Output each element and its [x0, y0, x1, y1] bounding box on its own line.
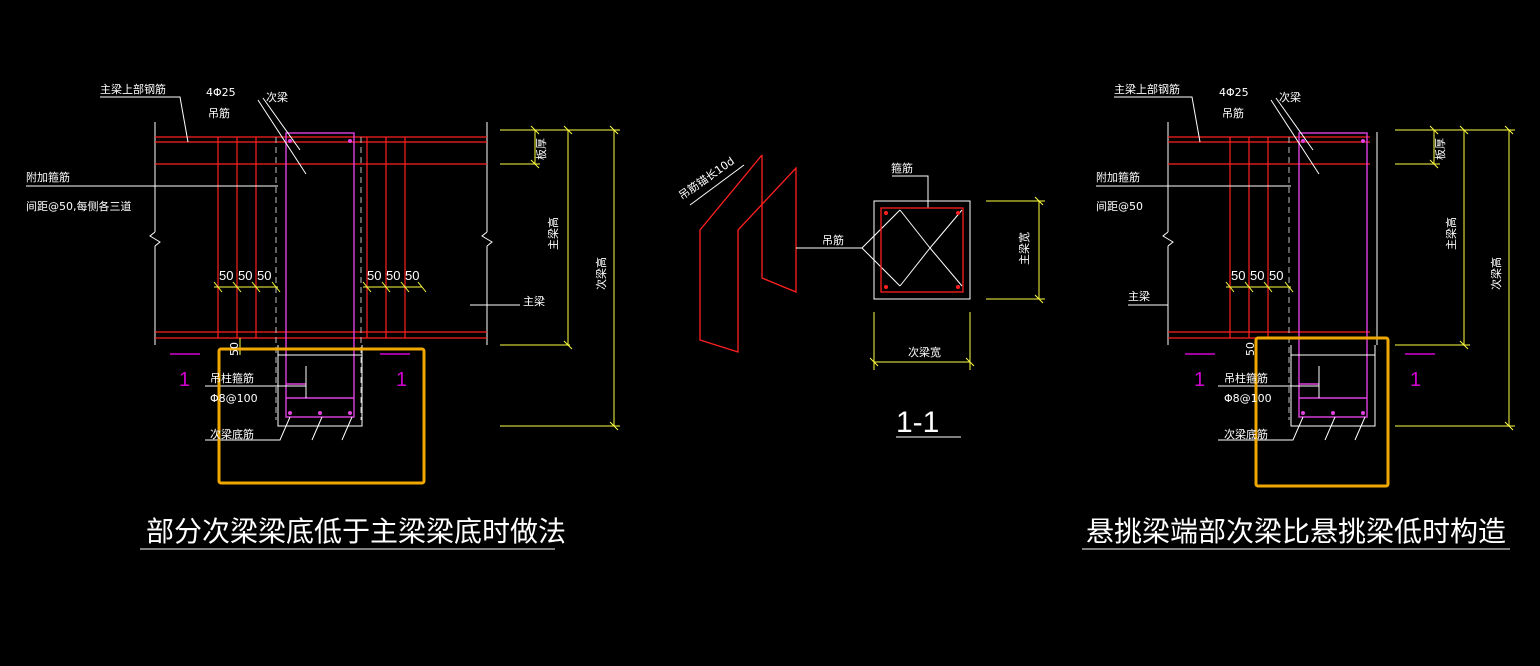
right-stirrup-spec-label: Φ8@100 — [1224, 392, 1272, 405]
right-section-mark-b: 1 — [1410, 369, 1421, 391]
right-section-mark-a: 1 — [1194, 369, 1205, 391]
right-hanger-count-label: 4Φ25 — [1219, 86, 1249, 99]
right-side-dim-1: 50 — [367, 268, 381, 283]
right-secondary-beam — [1298, 132, 1368, 418]
left-dimension-ticks — [213, 125, 620, 431]
left-dim-1: 50 — [219, 268, 233, 283]
left-dim-2: 50 — [238, 268, 252, 283]
center-stirrup-label: 箍筋 — [891, 161, 913, 175]
right-main-beam-outline — [1162, 122, 1378, 345]
right-dim-small: 50 — [1244, 342, 1257, 356]
right-extra-stirrups — [1229, 137, 1269, 338]
right-secondary-beam-label: 次梁 — [1279, 90, 1301, 104]
right-dim-3: 50 — [1269, 268, 1283, 283]
right-side-dim-3: 50 — [405, 268, 419, 283]
left-secondary-beam-height-label: 次梁高 — [594, 257, 608, 290]
left-rebar-dots — [288, 139, 352, 415]
right-detail: 主梁上部钢筋 4Φ25 吊筋 次梁 附加箍筋 间距@50 主梁 板厚 主梁高 次… — [1082, 82, 1515, 550]
left-hanger-bar — [257, 99, 307, 175]
center-anchor-length-label: 吊筋锚长10d — [676, 154, 737, 203]
left-extra-stirrup-label: 附加箍筋 — [26, 170, 70, 184]
right-main-beam-label: 主梁 — [1128, 289, 1150, 303]
right-main-beam-height-label: 主梁高 — [1444, 217, 1458, 250]
right-dim-1: 50 — [1231, 268, 1245, 283]
right-hanger-bar-label: 吊筋 — [1222, 106, 1244, 120]
center-detail: 吊筋锚长10d 箍筋 吊筋 主梁宽 次梁宽 1-1 — [676, 154, 1045, 439]
right-spacing-label: 间距@50 — [1096, 200, 1143, 213]
center-stirrup — [880, 207, 964, 293]
right-secondary-beam-height-label: 次梁高 — [1489, 257, 1503, 290]
left-highlight-box — [217, 347, 426, 485]
center-section-title: 1-1 — [896, 406, 939, 439]
left-section-mark-a: 1 — [179, 369, 190, 391]
center-hanger-bar-shape — [699, 154, 797, 353]
left-main-beam-height-label: 主梁高 — [546, 217, 560, 250]
center-section-outline — [873, 200, 971, 300]
left-spacing-label: 间距@50,每侧各三道 — [26, 199, 132, 213]
right-dim-2: 50 — [1250, 268, 1264, 283]
right-hanger-bar — [1270, 99, 1320, 175]
right-hanger-stirrup-label: 吊柱箍筋 — [1224, 371, 1268, 385]
right-highlight-box — [1254, 336, 1390, 488]
right-secondary-bottom-label: 次梁底筋 — [1224, 427, 1268, 441]
left-dashed-lines — [275, 137, 362, 420]
left-secondary-bottom-label: 次梁底筋 — [210, 427, 254, 441]
left-hanger-count-label: 4Φ25 — [206, 86, 236, 99]
right-main-beam-rebar — [1168, 136, 1370, 339]
left-leaders — [26, 96, 520, 441]
right-rebar-dots — [1301, 139, 1365, 415]
left-main-beam-label: 主梁 — [523, 294, 545, 308]
left-hanger-stirrup-label: 吊柱箍筋 — [210, 371, 254, 385]
left-secondary-beam-label: 次梁 — [266, 90, 288, 104]
left-detail-title: 部分次梁梁底低于主梁梁底时做法 — [146, 515, 566, 548]
center-rebar-dots — [884, 211, 960, 289]
right-main-top-rebar-label: 主梁上部钢筋 — [1114, 82, 1180, 96]
left-hanger-bar-label: 吊筋 — [208, 106, 230, 120]
left-slab-thickness-label: 板厚 — [534, 138, 548, 160]
center-hanger-bar-label: 吊筋 — [822, 233, 844, 247]
right-extra-stirrup-label: 附加箍筋 — [1096, 170, 1140, 184]
left-secondary-beam — [285, 132, 355, 418]
right-side-dim-2: 50 — [386, 268, 400, 283]
left-dim-3: 50 — [257, 268, 271, 283]
center-main-beam-width-label: 主梁宽 — [1017, 232, 1031, 265]
right-slab-thickness-label: 板厚 — [1433, 138, 1447, 160]
left-section-mark-b: 1 — [396, 369, 407, 391]
center-leaders — [689, 164, 963, 287]
left-detail: 主梁上部钢筋 4Φ25 吊筋 次梁 附加箍筋 间距@50,每侧各三道 主梁 板厚… — [26, 82, 620, 550]
center-dimensions — [869, 196, 1045, 370]
left-dim-small: 50 — [228, 342, 241, 356]
left-extra-stirrups — [217, 137, 406, 338]
left-main-top-rebar-label: 主梁上部钢筋 — [100, 82, 166, 96]
left-main-beam-outline — [149, 122, 493, 345]
right-detail-title: 悬挑梁端部次梁比悬挑梁低时构造 — [1086, 515, 1506, 548]
right-leaders — [1096, 96, 1366, 441]
center-secondary-beam-width-label: 次梁宽 — [908, 345, 941, 359]
left-stirrup-spec-label: Φ8@100 — [210, 392, 258, 405]
left-main-beam-rebar — [155, 136, 487, 339]
